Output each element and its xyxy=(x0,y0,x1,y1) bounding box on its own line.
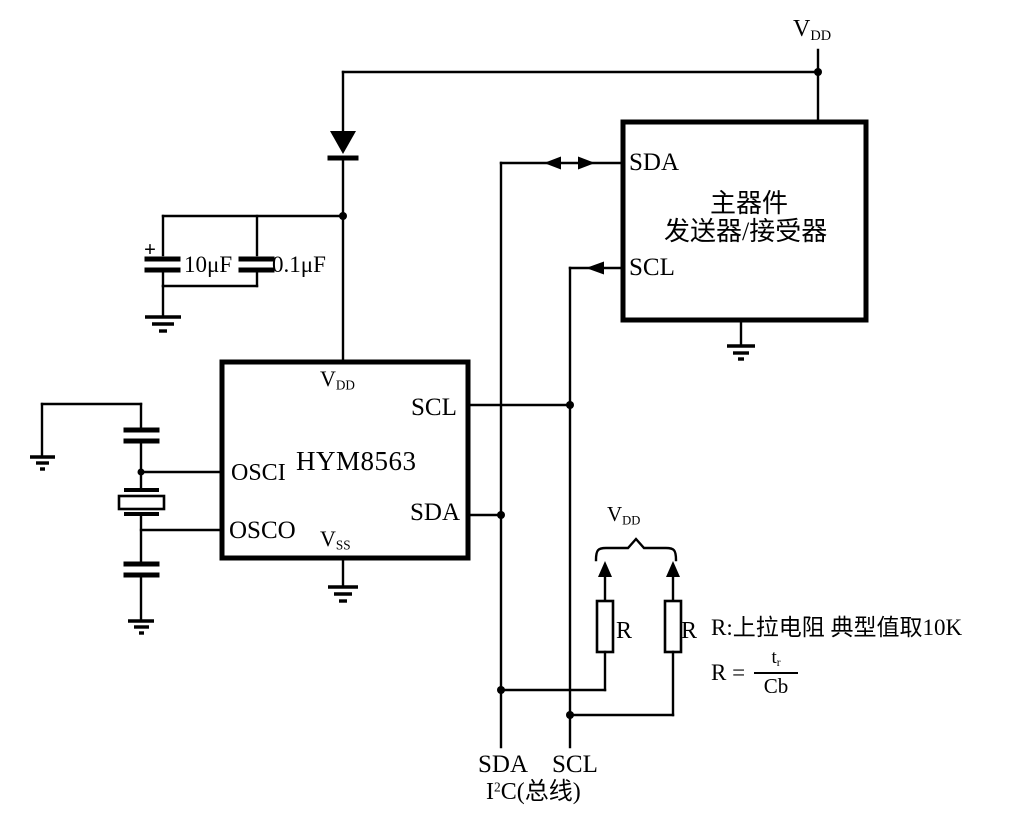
c1-polarity-mark: + xyxy=(144,237,156,261)
pullup-formula: R = tr Cb xyxy=(711,647,799,698)
junction-r1-sda xyxy=(497,686,505,694)
junction-scl xyxy=(566,401,574,409)
r1-label: R xyxy=(616,618,633,644)
chip-pin-scl-label: SCL xyxy=(411,394,457,421)
vdd-label-top: VDD xyxy=(793,16,832,45)
chip-pin-vdd-label: VDD xyxy=(320,366,355,393)
formula-lhs: R = xyxy=(711,659,746,685)
crystal-icon xyxy=(117,494,166,511)
master-pin-scl-label: SCL xyxy=(629,254,675,281)
chip-pin-osci-label: OSCI xyxy=(231,460,286,486)
junction-osci xyxy=(137,468,145,476)
arrow-left-icon xyxy=(544,156,561,170)
junction-r2-scl xyxy=(566,711,574,719)
arrow-up-icon-r2 xyxy=(666,561,680,577)
pullup-note: R:上拉电阻 典型值取10K xyxy=(711,615,963,640)
ground-icon-caps xyxy=(145,315,181,333)
master-title-line1: 主器件 xyxy=(710,189,789,218)
chip-pin-vss-label: VSS xyxy=(320,526,351,553)
formula-fraction: tr Cb xyxy=(754,647,799,698)
bus-sda-label: SDA xyxy=(478,751,529,778)
fraction-bar xyxy=(754,671,799,674)
c2-value-label: 0.1μF xyxy=(272,252,326,277)
ground-icon-master xyxy=(727,344,755,361)
ground-icon-xtal-bottom xyxy=(128,619,154,635)
arrow-up-icon-r1 xyxy=(598,561,612,577)
arrow-right-icon xyxy=(578,156,595,170)
master-title-line2: 发送器/接受器 xyxy=(664,217,828,246)
vdd-label-pullup: VDD xyxy=(607,502,641,528)
ground-icon-vss xyxy=(328,585,358,603)
bus-scl-label: SCL xyxy=(552,751,598,778)
r2-label: R xyxy=(681,618,698,644)
junction-vdd-rail xyxy=(814,68,822,76)
chip-pin-osco-label: OSCO xyxy=(229,517,296,544)
resistor-r1-icon xyxy=(595,599,615,654)
master-pin-sda-label: SDA xyxy=(629,149,680,176)
ground-icon-xtal-left xyxy=(30,455,55,471)
diode-icon xyxy=(330,131,356,154)
chip-pin-sda-label: SDA xyxy=(410,499,461,526)
bus-i2c-label: I2C(总线) xyxy=(486,779,581,805)
junction-sda xyxy=(497,511,505,519)
hym8563-box xyxy=(219,359,471,561)
master-device-box xyxy=(620,119,869,323)
c1-value-label: 10μF xyxy=(184,252,233,277)
resistor-r2-icon xyxy=(663,599,683,654)
arrow-left-icon-scl xyxy=(586,261,604,275)
brace-vdd-icon xyxy=(594,537,678,562)
chip-name-label: HYM8563 xyxy=(296,446,417,476)
formula-denominator: Cb xyxy=(763,673,789,698)
formula-numerator: tr xyxy=(771,647,781,670)
